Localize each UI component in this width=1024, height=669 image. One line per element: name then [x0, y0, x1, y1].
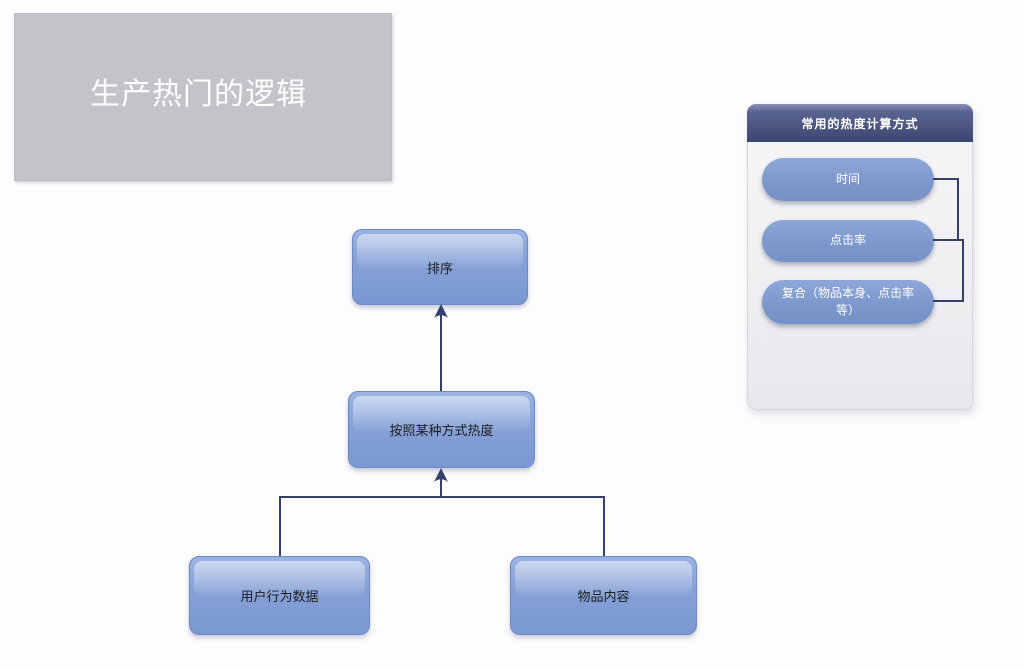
page-title: 生产热门的逻辑	[90, 78, 307, 111]
pill-time: 时间	[762, 158, 934, 201]
pill-click-rate: 点击率	[762, 220, 934, 262]
edge-branch-bar	[279, 496, 605, 556]
node-item-content: 物品内容	[510, 556, 697, 635]
pill-composite: 复合（物品本身、点击率等）	[762, 280, 934, 324]
node-sort: 排序	[352, 229, 528, 305]
arrowhead-to-method	[434, 468, 448, 482]
node-user-behavior-label: 用户行为数据	[240, 589, 319, 604]
title-box: 生产热门的逻辑	[14, 13, 392, 181]
node-sort-label: 排序	[426, 260, 453, 276]
node-item-content-label: 物品内容	[577, 589, 630, 604]
node-user-behavior: 用户行为数据	[189, 556, 370, 635]
pill-click-rate-label: 点击率	[829, 233, 866, 248]
node-method-label: 按照某种方式热度	[389, 423, 494, 438]
node-method: 按照某种方式热度	[348, 391, 535, 468]
heat-methods-panel: 常用的热度计算方式 时间 点击率 复合（物品本身、点击率等）	[747, 104, 973, 410]
arrowhead-to-sort	[434, 304, 448, 318]
pill-time-label: 时间	[835, 171, 860, 186]
panel-header: 常用的热度计算方式	[747, 104, 973, 142]
pill-composite-label: 复合（物品本身、点击率等）	[781, 285, 914, 317]
